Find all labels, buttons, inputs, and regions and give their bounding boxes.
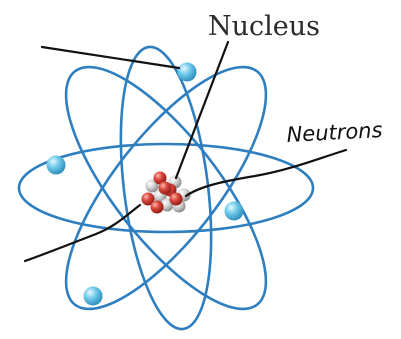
proton-leader-line bbox=[23, 203, 142, 263]
orbits bbox=[17, 45, 315, 331]
orbit-diagonal-left bbox=[64, 65, 268, 311]
proton bbox=[158, 181, 172, 195]
orbit-diagonal-right bbox=[64, 65, 268, 311]
electron bbox=[177, 62, 197, 82]
electron bbox=[224, 201, 244, 221]
leader-lines bbox=[23, 40, 348, 263]
orbit-vertical bbox=[119, 45, 213, 331]
proton bbox=[153, 171, 167, 185]
electron bbox=[46, 155, 66, 175]
nucleus bbox=[141, 171, 191, 214]
electrons bbox=[46, 62, 244, 306]
proton bbox=[141, 192, 155, 206]
nucleus-leader-line bbox=[174, 40, 230, 180]
neutrons-label: Neutrons bbox=[286, 118, 383, 147]
electron-leader-line bbox=[40, 45, 181, 70]
neutrons-leader-line bbox=[184, 148, 348, 198]
proton bbox=[150, 200, 164, 214]
neutron bbox=[145, 179, 159, 193]
electron bbox=[83, 286, 103, 306]
nucleus-label: Nucleus bbox=[208, 11, 320, 42]
orbit-horizontal bbox=[17, 142, 315, 234]
proton bbox=[169, 192, 183, 206]
